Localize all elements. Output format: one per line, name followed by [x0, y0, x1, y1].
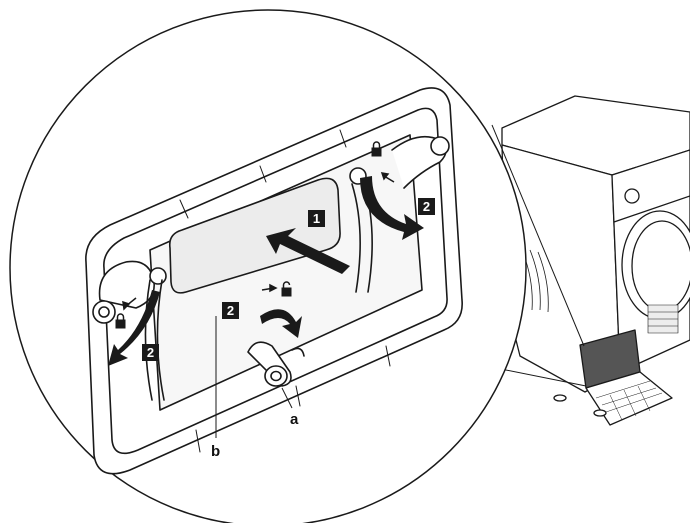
dryer-knob — [624, 188, 640, 204]
callout-line-a — [281, 387, 293, 409]
step-badge-2-right: 2 — [418, 198, 435, 215]
callout-leaders — [215, 316, 293, 438]
step-number-2: 2 — [147, 345, 154, 360]
push-arrow-icon — [266, 228, 350, 274]
unlock-icon — [281, 281, 292, 297]
step-number-2: 2 — [423, 199, 430, 214]
left-latch — [92, 260, 167, 401]
dryer-hatch-mesh — [595, 380, 663, 421]
callout-label-a: a — [290, 411, 299, 428]
step-badge-1: 1 — [308, 210, 325, 227]
dryer-foot — [593, 409, 607, 417]
knob-a — [247, 341, 305, 387]
step-badge-2-left: 2 — [142, 344, 159, 361]
small-arrow-icon — [380, 172, 395, 183]
dryer-grille — [647, 304, 679, 334]
dryer-door-inner — [631, 220, 690, 312]
step-badge-2-middle: 2 — [222, 302, 239, 319]
callout-label-b: b — [211, 443, 220, 460]
small-arrow-icon — [261, 283, 278, 293]
filter-block — [168, 177, 341, 294]
step-number-2: 2 — [227, 303, 234, 318]
curved-arrow-icon — [360, 176, 424, 240]
magnifier-connectors — [491, 124, 587, 387]
lock-icon — [115, 313, 126, 329]
dryer-foot — [553, 394, 567, 402]
tumble-dryer — [501, 95, 690, 426]
curved-arrow-icon — [260, 309, 302, 338]
step-number-1: 1 — [313, 211, 320, 226]
curved-arrow-icon — [108, 290, 160, 366]
small-arrow-icon — [122, 297, 137, 311]
lock-icon — [371, 141, 382, 157]
frame-ribs — [179, 129, 391, 453]
dryer-control-line — [613, 195, 690, 223]
filter-block-top — [181, 179, 319, 231]
